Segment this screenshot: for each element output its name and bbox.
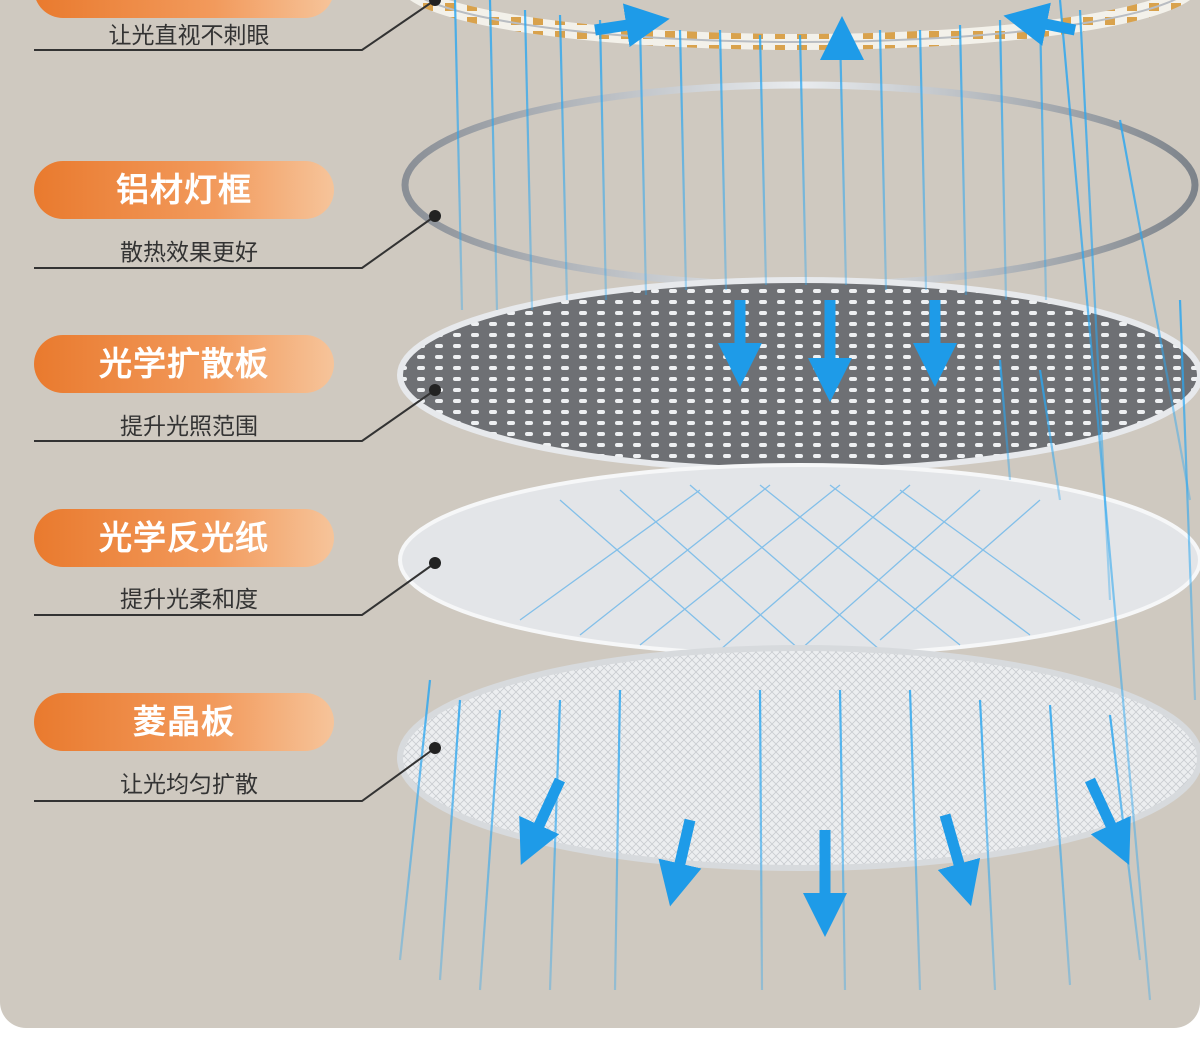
reflector-layer-title-pill: 光学反光纸: [34, 509, 334, 567]
layer-diagram-panel: 让光直视不刺眼 铝材灯框 散热效果更好 光学扩散板 提升光照范围 光学反光纸 提…: [0, 0, 1200, 1028]
led-layer-subtitle: 让光直视不刺眼: [34, 16, 344, 50]
prism-layer-subtitle: 让光均匀扩散: [34, 765, 344, 799]
diffuser-plate-layer: [400, 280, 1200, 470]
reflector-layer-subtitle: 提升光柔和度: [34, 580, 344, 614]
reflector-paper-layer: [400, 465, 1200, 655]
diffuser-layer-title-pill: 光学扩散板: [34, 335, 334, 393]
prism-layer-title-pill: 菱晶板: [34, 693, 334, 751]
leader-lines: [34, 0, 435, 801]
diffuser-layer-subtitle: 提升光照范围: [34, 407, 344, 441]
frame-layer-title-pill: 铝材灯框: [34, 161, 334, 219]
prism-plate-layer: [400, 648, 1200, 868]
frame-layer-subtitle: 散热效果更好: [34, 233, 344, 267]
